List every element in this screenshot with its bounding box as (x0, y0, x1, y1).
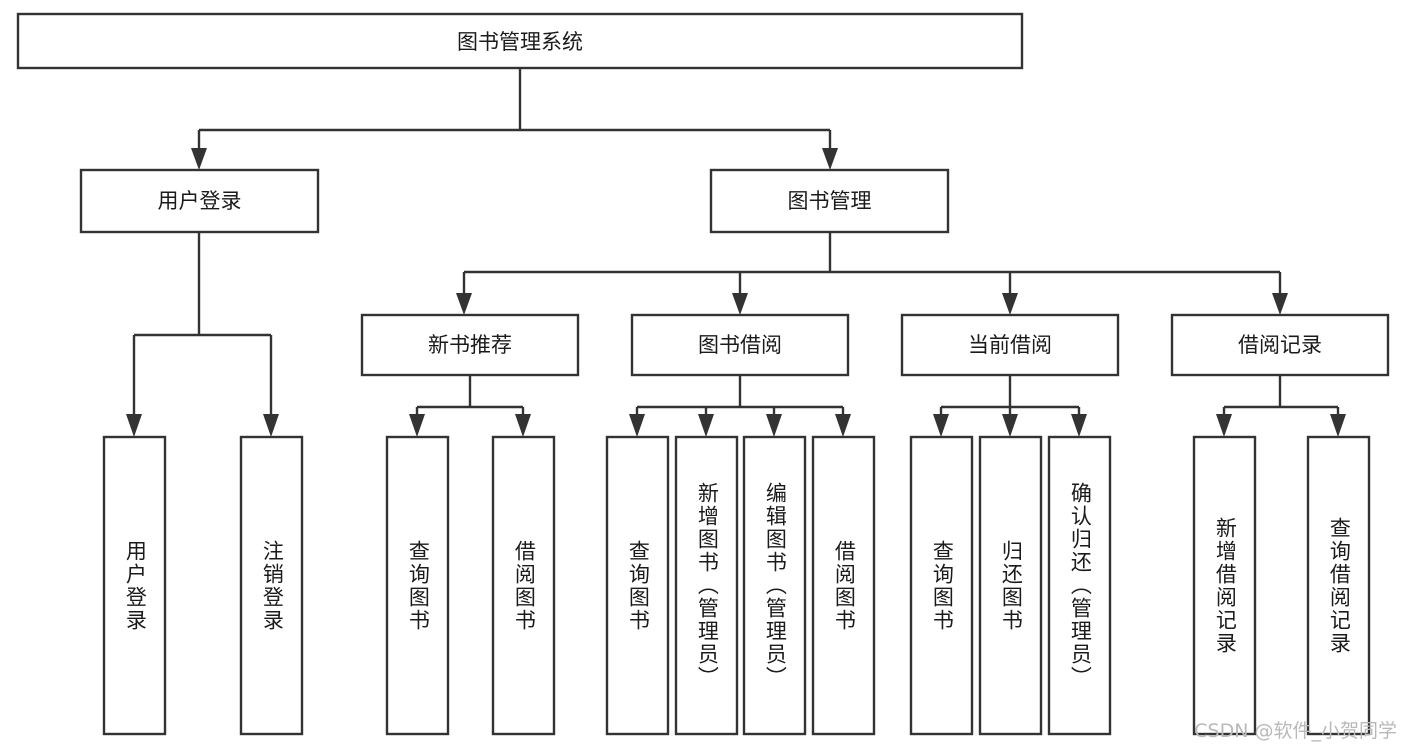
arrow-head-leaf-query-book-1 (409, 414, 425, 437)
arrow-head-borrow-record (1272, 293, 1288, 315)
node-current-borrow-label: 当前借阅 (968, 333, 1052, 357)
node-leaf-query-record-box[interactable] (1306, 435, 1371, 736)
node-leaf-logout-box[interactable] (239, 435, 304, 736)
arrow-head-leaf-query-book-3 (933, 414, 949, 437)
arrow-head-leaf-edit-book (766, 414, 782, 437)
arrow-head-leaf-confirm-return (1071, 414, 1087, 437)
node-root-label: 图书管理系统 (457, 30, 583, 54)
node-book-borrow[interactable]: 图书借阅 (630, 313, 850, 377)
node-leaf-confirm-return-box[interactable] (1047, 435, 1112, 736)
arrow-head-leaf-logout (263, 414, 279, 437)
leaf-box-group (102, 435, 1371, 736)
node-current-borrow-box[interactable] (900, 313, 1120, 377)
node-book-management-label: 图书管理 (788, 189, 872, 213)
arrow-head-leaf-user-login (126, 414, 142, 437)
node-leaf-user-login-box[interactable] (102, 435, 167, 736)
node-leaf-query-book-1-box[interactable] (385, 435, 450, 736)
node-leaf-query-book-2-box[interactable] (605, 435, 670, 736)
node-leaf-add-record-box[interactable] (1192, 435, 1257, 736)
arrow-head-leaf-add-record (1216, 414, 1232, 437)
node-book-management-box[interactable] (709, 168, 950, 234)
node-new-book-recommend-label: 新书推荐 (428, 333, 512, 357)
arrow-head-book-borrow (732, 293, 748, 315)
node-book-borrow-box[interactable] (630, 313, 850, 377)
arrow-head-current-borrow (1002, 293, 1018, 315)
node-borrow-record[interactable]: 借阅记录 (1170, 313, 1390, 377)
arrow-head-leaf-add-book (698, 414, 714, 437)
connector-group (126, 68, 1346, 437)
node-leaf-borrow-book-2-box[interactable] (811, 435, 876, 736)
node-leaf-return-book-box[interactable] (978, 435, 1043, 736)
arrow-head-new-book (456, 293, 472, 315)
csdn-watermark: CSDN @软件_小贺同学 (1194, 720, 1397, 742)
arrow-head-leaf-query-book-2 (629, 414, 645, 437)
node-user-login-label: 用户登录 (158, 189, 242, 213)
node-new-book-recommend-box[interactable] (360, 313, 580, 377)
node-leaf-borrow-book-1-box[interactable] (491, 435, 556, 736)
arrow-head-user-login (191, 148, 207, 170)
node-root[interactable]: 图书管理系统 (16, 12, 1024, 70)
node-leaf-edit-book-box[interactable] (742, 435, 807, 736)
arrow-head-book-mgmt (822, 148, 838, 170)
arrow-head-leaf-query-record (1330, 414, 1346, 437)
arrow-head-leaf-borrow-book-1 (515, 414, 531, 437)
node-current-borrow[interactable]: 当前借阅 (900, 313, 1120, 377)
arrow-head-leaf-return-book (1002, 414, 1018, 437)
node-book-borrow-label: 图书借阅 (698, 333, 782, 357)
node-root-box[interactable] (16, 12, 1024, 70)
node-new-book-recommend[interactable]: 新书推荐 (360, 313, 580, 377)
node-leaf-query-book-3-box[interactable] (909, 435, 974, 736)
arrow-head-leaf-borrow-book-2 (835, 414, 851, 437)
node-user-login[interactable]: 用户登录 (79, 168, 320, 234)
node-book-management[interactable]: 图书管理 (709, 168, 950, 234)
node-borrow-record-label: 借阅记录 (1238, 333, 1322, 357)
node-user-login-box[interactable] (79, 168, 320, 234)
node-borrow-record-box[interactable] (1170, 313, 1390, 377)
node-leaf-add-book-box[interactable] (674, 435, 739, 736)
